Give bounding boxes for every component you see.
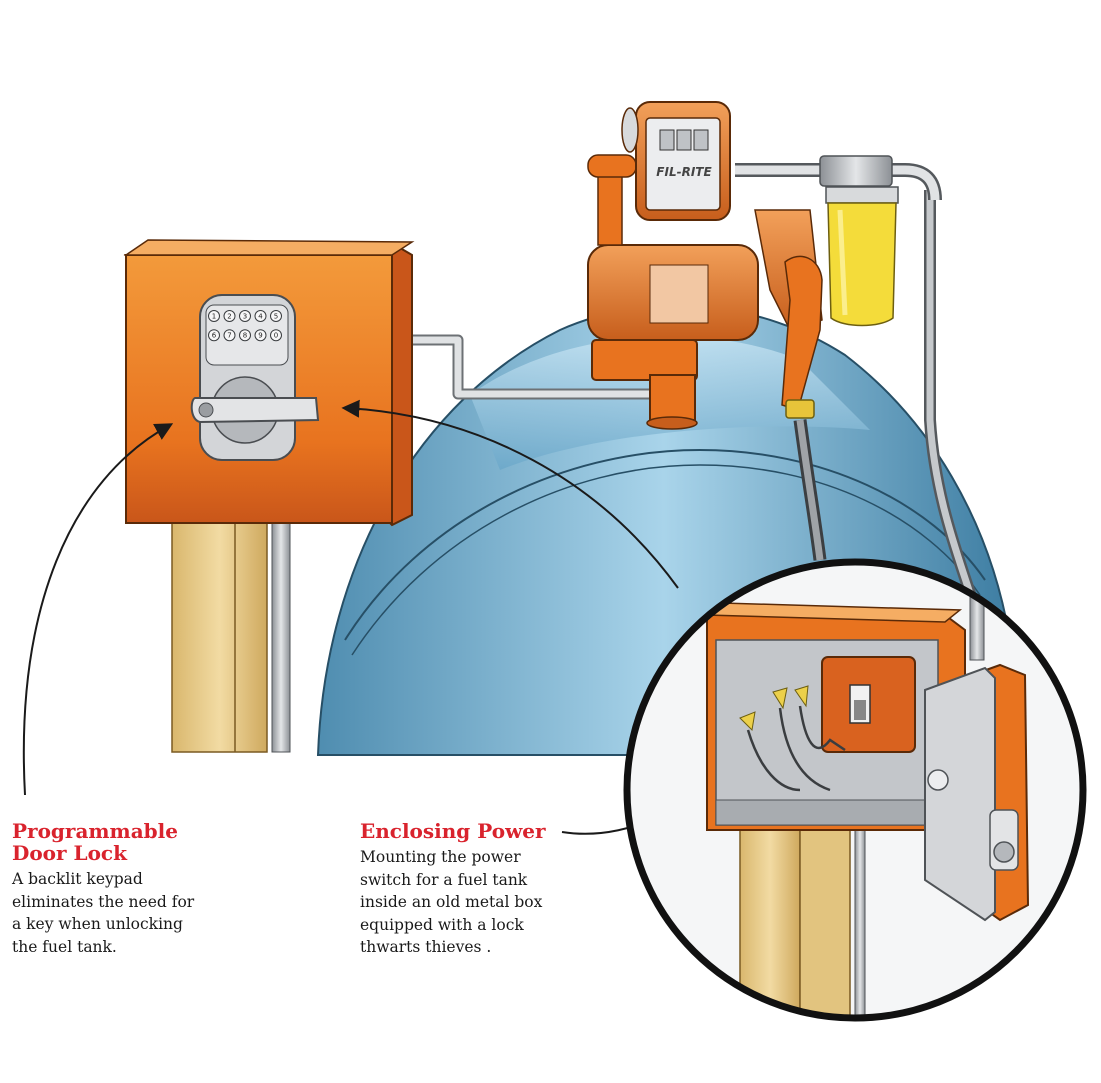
power-body-line: Mounting the power — [360, 848, 521, 866]
wire-nuts — [739, 685, 846, 792]
keypad-key — [270, 310, 282, 322]
keypad-door-lock: 1 2 3 4 5 6 7 8 9 0 — [190, 294, 320, 461]
power-body-line: equipped with a lock — [360, 915, 524, 934]
meter-brand-label: FIL-RITE — [656, 165, 712, 179]
fuel-filter — [825, 186, 899, 327]
fuel-nozzle — [754, 209, 823, 419]
lock-callout: Programmable Door Lock A backlit keypad … — [12, 820, 232, 958]
keypad-key — [239, 310, 251, 322]
keypad-key — [254, 329, 267, 342]
keypad-key-label: 9 — [258, 332, 262, 340]
power-callout-body: Mounting the power switch for a fuel tan… — [360, 846, 590, 959]
lock-body-line: a key when unlocking — [12, 915, 183, 933]
lock-title-line-2: Door Lock — [12, 841, 127, 865]
fuel-pump — [587, 154, 759, 430]
keypad-key-label: 1 — [212, 313, 216, 321]
lock-body-line: A backlit keypad — [12, 870, 143, 888]
power-callout: Enclosing Power Mounting the power switc… — [360, 820, 590, 959]
wooden-post — [171, 511, 291, 753]
keypad-key — [239, 329, 251, 342]
flow-meter: FIL-RITE — [621, 101, 731, 221]
keypad-key-label: 4 — [258, 313, 263, 321]
box-to-lock-arrow — [341, 399, 679, 589]
keypad-key-label: 7 — [227, 332, 231, 340]
keypad-key — [223, 329, 236, 342]
lock-callout-title: Programmable Door Lock — [12, 820, 232, 864]
keypad-key — [208, 310, 220, 322]
keypad-key — [254, 310, 267, 322]
power-callout-title: Enclosing Power — [360, 819, 546, 843]
lock-callout-body: A backlit keypad eliminates the need for… — [12, 868, 232, 958]
keypad-key-label: 5 — [274, 313, 278, 321]
lock-body-line: the fuel tank. — [12, 937, 117, 956]
lock-body-line: eliminates the need for — [12, 892, 195, 911]
keypad-key-label: 3 — [243, 313, 247, 321]
power-body-line: thwarts thieves . — [360, 938, 492, 956]
keypad-key — [223, 310, 236, 322]
keypad-keys: 1 2 3 4 5 6 7 8 9 0 — [208, 310, 282, 342]
keypad-key-label: 2 — [227, 313, 231, 321]
lock-title-line-1: Programmable — [12, 819, 178, 843]
keypad-key — [270, 329, 282, 342]
keypad-key-label: 0 — [274, 332, 278, 340]
power-body-line: switch for a fuel tank — [360, 870, 528, 889]
lock-callout-arrow — [22, 423, 174, 796]
inset-detail — [623, 558, 1087, 1022]
power-body-line: inside an old metal box — [360, 893, 543, 911]
keypad-key — [208, 329, 220, 342]
keypad-key-label: 6 — [212, 332, 217, 340]
keypad-key-label: 8 — [243, 332, 247, 340]
